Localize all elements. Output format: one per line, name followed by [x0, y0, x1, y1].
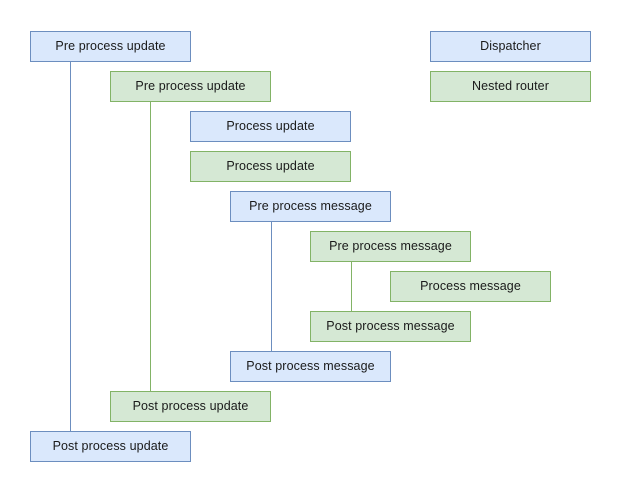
process-node[interactable]: Process update — [190, 111, 351, 142]
connector-line — [150, 102, 151, 391]
connector-line — [70, 62, 71, 431]
connector-line — [271, 222, 272, 351]
legend-item-nested-router[interactable]: Nested router — [430, 71, 591, 102]
process-node-label: Post process message — [326, 318, 455, 333]
process-node[interactable]: Pre process update — [110, 71, 271, 102]
process-node[interactable]: Pre process update — [30, 31, 191, 62]
process-node-label: Process message — [420, 278, 521, 293]
process-node-label: Pre process update — [55, 38, 166, 53]
process-node-label: Post process update — [132, 398, 249, 413]
process-node-label: Pre process update — [135, 78, 246, 93]
connector-line — [351, 262, 352, 311]
legend-item-dispatcher[interactable]: Dispatcher — [430, 31, 591, 62]
process-node-label: Post process update — [52, 438, 169, 453]
process-node[interactable]: Post process update — [110, 391, 271, 422]
process-node-label: Pre process message — [249, 198, 372, 213]
legend-item-label: Nested router — [471, 78, 550, 93]
process-node[interactable]: Process update — [190, 151, 351, 182]
process-node[interactable]: Pre process message — [310, 231, 471, 262]
process-node[interactable]: Pre process message — [230, 191, 391, 222]
process-node-label: Process update — [226, 158, 315, 173]
process-node[interactable]: Post process message — [310, 311, 471, 342]
process-node[interactable]: Post process message — [230, 351, 391, 382]
legend-item-label: Dispatcher — [480, 38, 541, 53]
process-node-label: Post process message — [246, 358, 375, 373]
process-node[interactable]: Post process update — [30, 431, 191, 462]
process-node-label: Pre process message — [329, 238, 452, 253]
process-node-label: Process update — [226, 118, 315, 133]
process-node[interactable]: Process message — [390, 271, 551, 302]
